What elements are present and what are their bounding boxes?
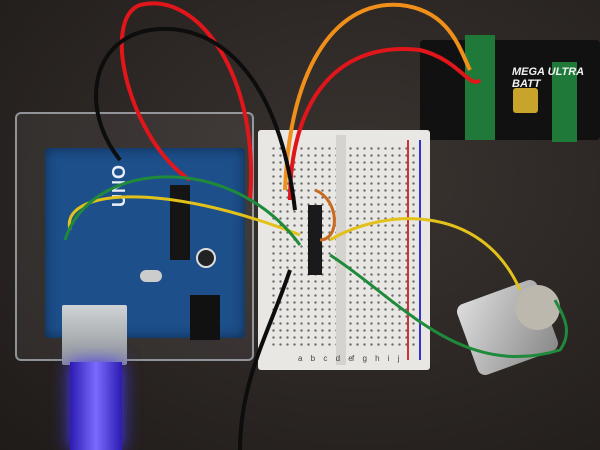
green-wire [63, 175, 302, 246]
black-wire [238, 269, 292, 450]
transistor [308, 205, 322, 275]
battery-terminal [513, 88, 538, 113]
yellow-wire [329, 217, 522, 291]
red-wire [119, 1, 254, 201]
microcontroller-chip [170, 185, 190, 260]
yellow-wire [67, 195, 301, 237]
red-wire [288, 47, 482, 201]
usb-port [62, 305, 127, 365]
battery-clip [465, 35, 495, 140]
green-wire [329, 253, 568, 358]
orange-wire [283, 2, 472, 191]
column-labels-right: f g h i j [352, 354, 403, 363]
breadboard-center-gap [336, 135, 346, 365]
capacitor [196, 248, 216, 268]
power-jack [190, 295, 220, 340]
crystal [140, 270, 162, 282]
column-labels-left: a b c d e [298, 354, 356, 363]
black-wire [94, 26, 297, 211]
battery-label: MEGA ULTRA BATT [512, 66, 584, 90]
battery-clip [552, 62, 577, 142]
motor-end-cap [515, 285, 560, 330]
power-rail-positive [407, 140, 409, 360]
orange-jumper [314, 188, 336, 242]
usb-cable [70, 362, 122, 450]
power-rail-negative [419, 140, 421, 360]
